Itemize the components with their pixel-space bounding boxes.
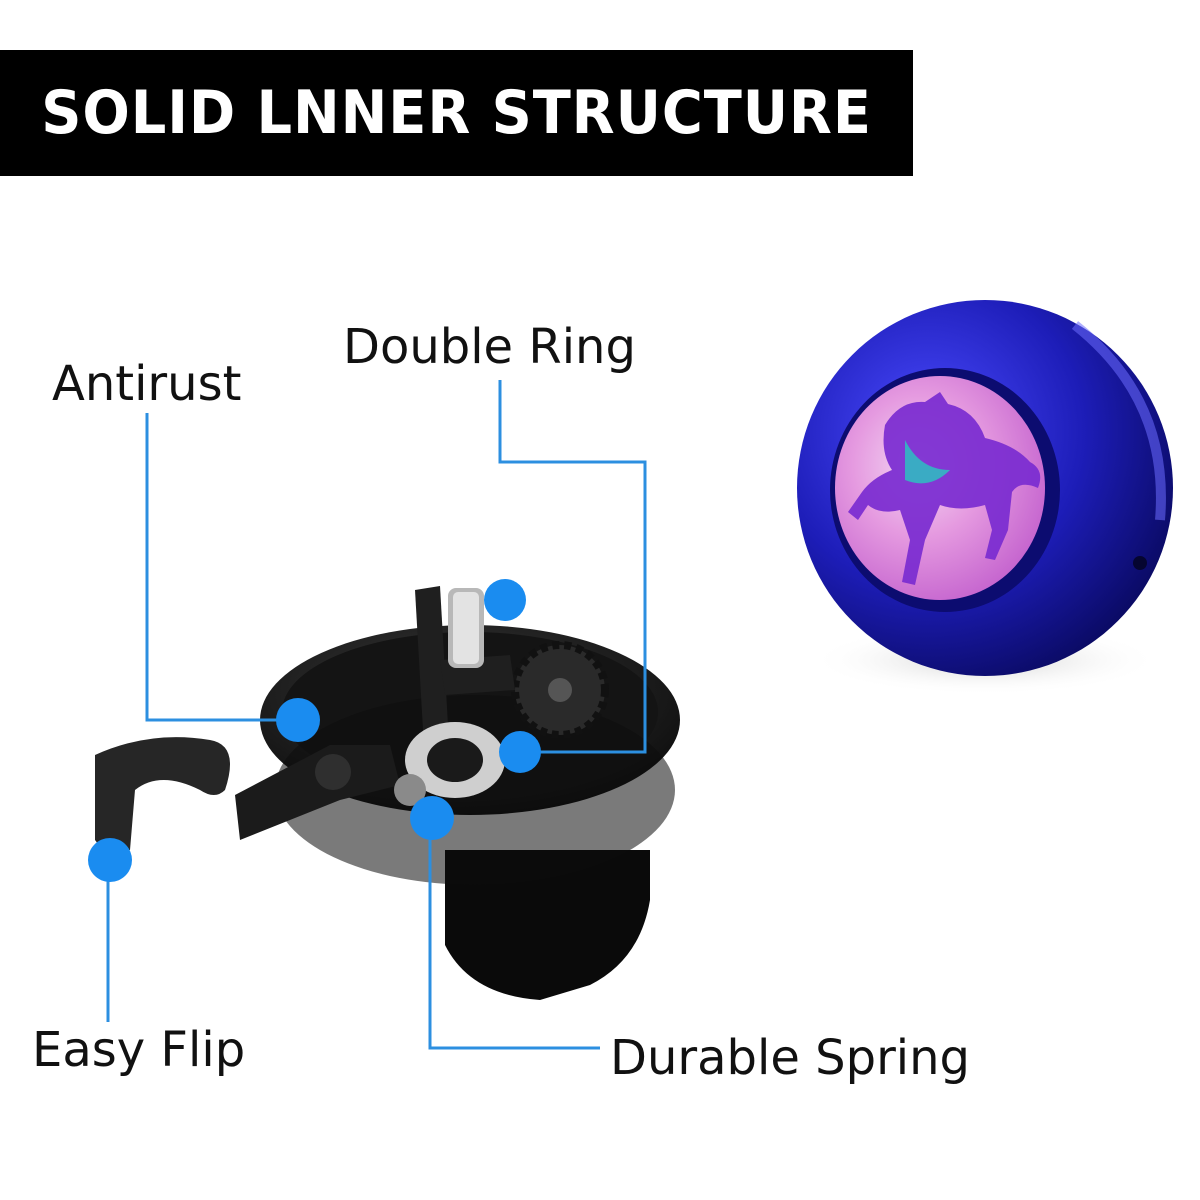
durable-spring-dot-icon xyxy=(410,796,454,840)
double-ring-bottom-dot-icon xyxy=(499,731,541,773)
easy-flip-label: Easy Flip xyxy=(32,1022,246,1078)
page-title: SOLID LNNER STRUCTURE xyxy=(41,78,872,148)
callout-lines xyxy=(106,380,647,1050)
antirust-callout-line xyxy=(145,413,298,722)
double-ring-callout-line xyxy=(498,380,647,754)
durable-spring-callout-line xyxy=(428,818,600,1050)
callout-dots xyxy=(88,579,541,882)
unicorn-icon xyxy=(848,392,1041,585)
bell-cap xyxy=(797,300,1173,695)
antirust-dot-icon xyxy=(276,698,320,742)
double-ring-top-dot-icon xyxy=(484,579,526,621)
bell-mechanism xyxy=(95,586,680,1000)
easy-flip-dot-icon xyxy=(88,838,132,882)
flip-lever xyxy=(95,737,230,852)
title-banner: SOLID LNNER STRUCTURE xyxy=(0,50,913,176)
double-ring-label: Double Ring xyxy=(343,319,636,375)
antirust-label: Antirust xyxy=(52,356,242,412)
durable-spring-label: Durable Spring xyxy=(610,1030,971,1086)
